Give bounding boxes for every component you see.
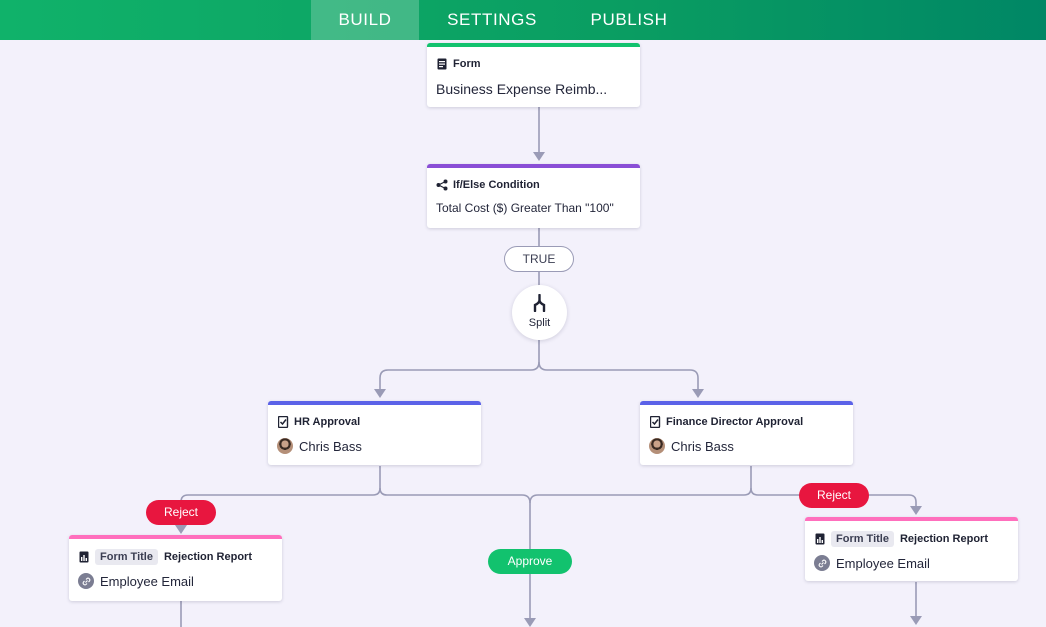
rejection-report-card-left[interactable]: Form Title Rejection Report Employee Ema…	[69, 535, 282, 601]
approval-icon	[649, 416, 661, 428]
assignee-name: Chris Bass	[299, 438, 362, 454]
card-accent-bar	[640, 401, 853, 405]
arrow-head	[374, 389, 386, 398]
recipient-field: Employee Email	[836, 555, 930, 571]
connector-line	[538, 361, 699, 392]
finance-approval-card[interactable]: Finance Director Approval Chris Bass	[640, 401, 853, 465]
connector-line	[868, 494, 917, 508]
tab-settings[interactable]: SETTINGS	[447, 10, 537, 29]
split-icon	[530, 293, 549, 317]
form-title-chip: Form Title	[95, 549, 158, 565]
card-type-label: Finance Director Approval	[666, 416, 804, 428]
avatar	[649, 438, 665, 454]
arrow-head	[175, 525, 187, 534]
link-icon	[78, 573, 94, 589]
card-accent-bar	[268, 401, 481, 405]
reject-branch-label-left[interactable]: Reject	[146, 500, 216, 525]
arrow-head	[910, 506, 922, 515]
true-branch-label[interactable]: TRUE	[504, 246, 574, 272]
card-accent-bar	[69, 535, 282, 539]
rejection-report-card-right[interactable]: Form Title Rejection Report Employee Ema…	[805, 517, 1018, 581]
top-nav: BUILD SETTINGS PUBLISH	[0, 0, 1046, 40]
form-card[interactable]: Form Business Expense Reimb...	[427, 43, 640, 107]
arrow-head	[524, 618, 536, 627]
connector-line	[180, 466, 381, 503]
card-type-label: Rejection Report	[899, 533, 988, 545]
tab-build[interactable]: BUILD	[311, 0, 419, 40]
card-type-label: Rejection Report	[163, 551, 252, 563]
condition-card[interactable]: If/Else Condition Total Cost ($) Greater…	[427, 164, 640, 228]
branch-icon	[436, 179, 448, 191]
form-title: Business Expense Reimb...	[436, 81, 608, 97]
card-accent-bar	[427, 164, 640, 168]
arrow-head	[910, 616, 922, 625]
arrow-head	[692, 389, 704, 398]
split-label: Split	[528, 317, 551, 329]
approval-icon	[277, 416, 289, 428]
card-type-label: HR Approval	[294, 416, 361, 428]
assignee-name: Chris Bass	[671, 438, 734, 454]
connector-line	[379, 487, 531, 549]
connector-line	[750, 487, 800, 496]
recipient-field: Employee Email	[100, 573, 194, 589]
form-title-chip: Form Title	[831, 531, 894, 547]
arrow-head	[533, 152, 545, 161]
tab-publish[interactable]: PUBLISH	[590, 10, 668, 29]
report-icon	[78, 551, 90, 563]
avatar	[277, 438, 293, 454]
connector-line	[379, 340, 540, 392]
document-icon	[436, 58, 448, 70]
reject-branch-label-right[interactable]: Reject	[799, 483, 869, 508]
condition-text: Total Cost ($) Greater Than "100"	[436, 201, 614, 215]
approve-branch-label[interactable]: Approve	[488, 549, 572, 574]
card-type-label: If/Else Condition	[453, 179, 540, 191]
hr-approval-card[interactable]: HR Approval Chris Bass	[268, 401, 481, 465]
link-icon	[814, 555, 830, 571]
card-accent-bar	[805, 517, 1018, 521]
card-accent-bar	[427, 43, 640, 47]
split-node[interactable]: Split	[512, 285, 567, 340]
report-icon	[814, 533, 826, 545]
connector-line	[529, 466, 752, 504]
card-type-label: Form	[453, 58, 481, 70]
